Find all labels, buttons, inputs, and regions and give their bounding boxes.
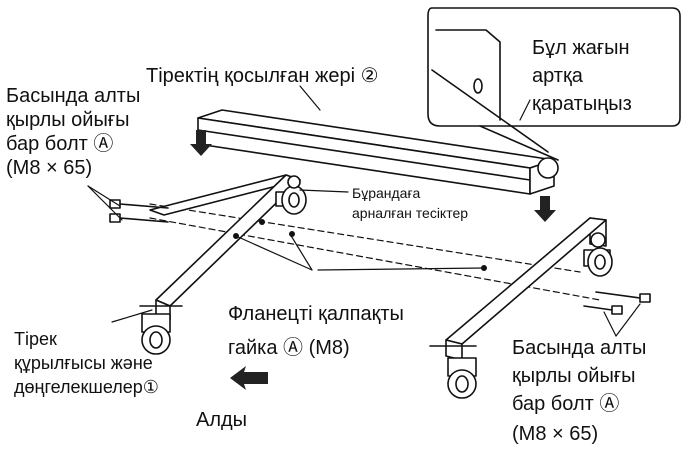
- down-arrows: [190, 130, 556, 222]
- bolt-left-line2: қырлы ойығы: [6, 109, 130, 131]
- stand-line1: Тірек: [14, 329, 57, 349]
- left-stand-frame: [139, 174, 307, 355]
- holes-line1: Бұрандаға: [352, 185, 421, 201]
- front-label: Алды: [196, 409, 248, 431]
- bolt-right-line2: қырлы ойығы: [512, 365, 636, 387]
- stand-line3: дөңгелекшелер①: [14, 377, 159, 397]
- bolt-right-line4: (M8 × 65): [512, 423, 599, 445]
- right-stand-frame: [429, 217, 613, 399]
- bolt-right-line1: Басында алты: [512, 337, 647, 359]
- callout-line3: қаратыңыз: [532, 93, 632, 115]
- callout-line1: Бұл жағын: [532, 37, 630, 59]
- right-bolts: [583, 291, 651, 315]
- bolt-left-line3: бар болт Ⓐ: [6, 133, 114, 155]
- bolt-right-line3: бар болт Ⓐ: [512, 393, 620, 415]
- joint-label: Тіректің қосылған жері ②: [146, 65, 379, 87]
- stand-line2: құрылғысы және: [14, 353, 153, 373]
- bolt-left-line4: (M8 × 65): [6, 157, 93, 179]
- holes-line2: арналған тесіктер: [352, 205, 469, 221]
- callout-line2: артқа: [532, 65, 583, 87]
- nut-line2: гайка Ⓐ (M8): [228, 337, 350, 359]
- bolt-left-line1: Басында алты: [6, 85, 141, 107]
- flange-nuts: [233, 219, 487, 271]
- callout-bubble: [427, 7, 681, 161]
- leader-lines: [87, 85, 641, 337]
- nut-line1: Фланецті қалпақты: [228, 303, 404, 325]
- front-arrow: [230, 366, 268, 390]
